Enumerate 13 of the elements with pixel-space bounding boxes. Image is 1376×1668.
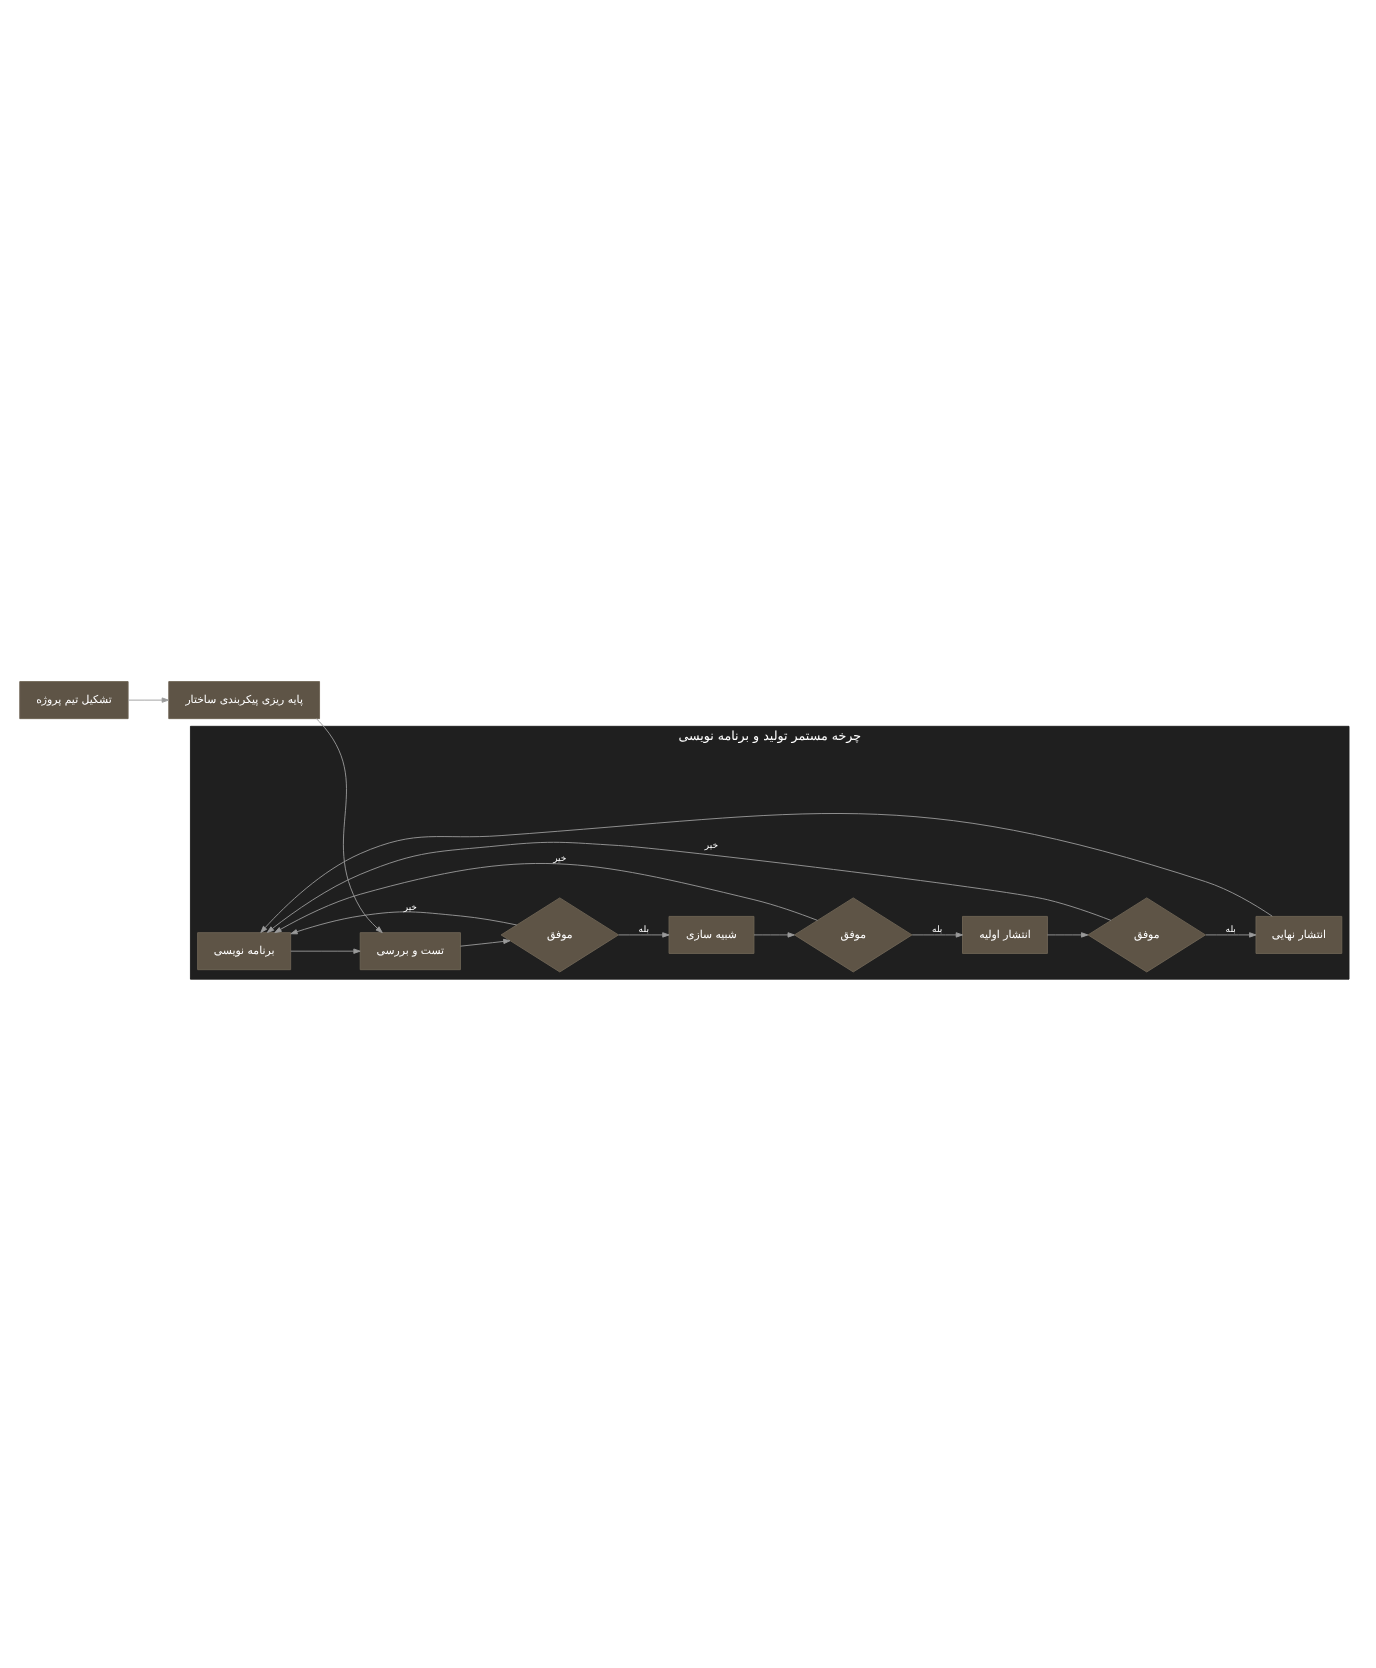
arrow bbox=[460, 938, 511, 947]
arrow bbox=[1205, 932, 1257, 938]
arrow bbox=[127, 697, 169, 703]
arrow bbox=[274, 863, 818, 934]
arrow bbox=[753, 932, 795, 938]
arrow bbox=[290, 911, 518, 935]
arrow bbox=[315, 718, 383, 934]
arrow bbox=[290, 948, 361, 954]
arrow bbox=[266, 841, 1112, 933]
arrow bbox=[618, 932, 670, 938]
arrow bbox=[260, 813, 1273, 933]
arrow bbox=[911, 932, 963, 938]
arrow bbox=[1047, 932, 1089, 938]
